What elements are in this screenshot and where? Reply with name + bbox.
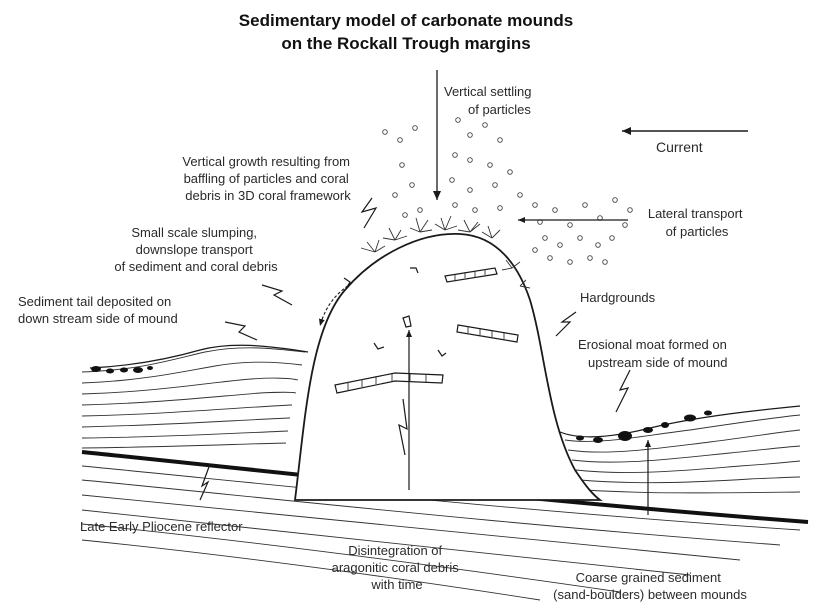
settling-particles <box>383 118 538 218</box>
label-vertical-growth: Vertical growth resulting from baffling … <box>182 154 353 203</box>
sediment-layers-left <box>82 345 308 448</box>
carbonate-mound <box>295 234 600 500</box>
leader-erosional-moat <box>616 370 630 412</box>
label-sediment-tail: Sediment tail deposited on down stream s… <box>18 294 178 326</box>
moat-surface <box>560 406 800 437</box>
leader-vertical-growth <box>362 198 376 228</box>
title-line-2: on the Rockall Trough margins <box>281 34 530 53</box>
label-current: Current <box>656 139 703 155</box>
leader-slumping <box>262 285 292 305</box>
label-reflector: Late Early Pliocene reflector <box>80 519 243 534</box>
label-hardgrounds: Hardgrounds <box>580 290 656 305</box>
label-disintegration: Disintegration of aragonitic coral debri… <box>332 543 463 592</box>
label-slumping: Small scale slumping, downslope transpor… <box>114 225 278 274</box>
label-coarse-sediment: Coarse grained sediment (sand-boulders) … <box>553 570 747 602</box>
leader-sediment-tail <box>225 322 257 340</box>
leader-hardgrounds <box>556 312 576 336</box>
label-vertical-settling: Vertical settling of particles <box>444 84 535 117</box>
label-erosional-moat: Erosional moat formed on upstream side o… <box>578 337 730 370</box>
lateral-particles <box>533 198 633 265</box>
leader-reflector <box>200 464 210 500</box>
sediment-layers-right <box>560 406 800 493</box>
label-lateral-transport: Lateral transport of particles <box>648 206 746 239</box>
title-line-1: Sedimentary model of carbonate mounds <box>239 11 573 30</box>
